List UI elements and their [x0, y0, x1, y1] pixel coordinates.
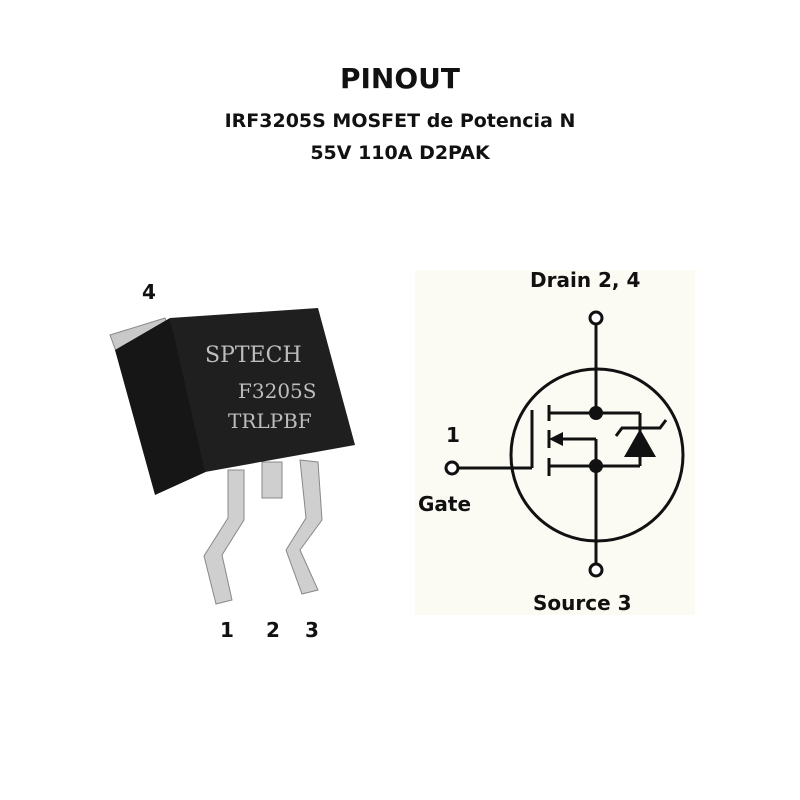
zener-bar: [614, 419, 668, 437]
body-diode-icon: [624, 429, 656, 457]
drain-node: [589, 406, 603, 420]
source-label: Source 3: [533, 591, 632, 615]
subtitle-line2: 55V 110A D2PAK: [310, 142, 490, 164]
drain-label: Drain 2, 4: [530, 268, 641, 292]
pin-label-2: 2: [266, 618, 280, 642]
lead-pin-2: [261, 461, 283, 499]
marking-line3: TRLPBF: [228, 409, 312, 433]
lead-pin-1: [203, 469, 245, 605]
gate-label: Gate: [418, 492, 472, 516]
marking-line1: SPTECH: [205, 343, 302, 368]
subtitle-line1: IRF3205S MOSFET de Potencia N: [224, 110, 576, 132]
pin-label-1: 1: [220, 618, 234, 642]
pin-label-3: 3: [305, 618, 319, 642]
lead-pin-3: [285, 459, 323, 595]
source-terminal: [588, 562, 604, 578]
drain-terminal: [588, 310, 604, 326]
gate-pin-label: 1: [446, 423, 460, 447]
gate-terminal: [444, 460, 460, 476]
channel-arrow-icon: [549, 432, 563, 446]
package-body-side: [115, 318, 210, 495]
source-node: [589, 459, 603, 473]
page-title: PINOUT: [339, 62, 460, 95]
package-body-front: [170, 308, 355, 472]
tab-pin-label: 4: [142, 280, 156, 304]
schematic-background: [415, 270, 695, 615]
marking-line2: F3205S: [238, 379, 316, 403]
